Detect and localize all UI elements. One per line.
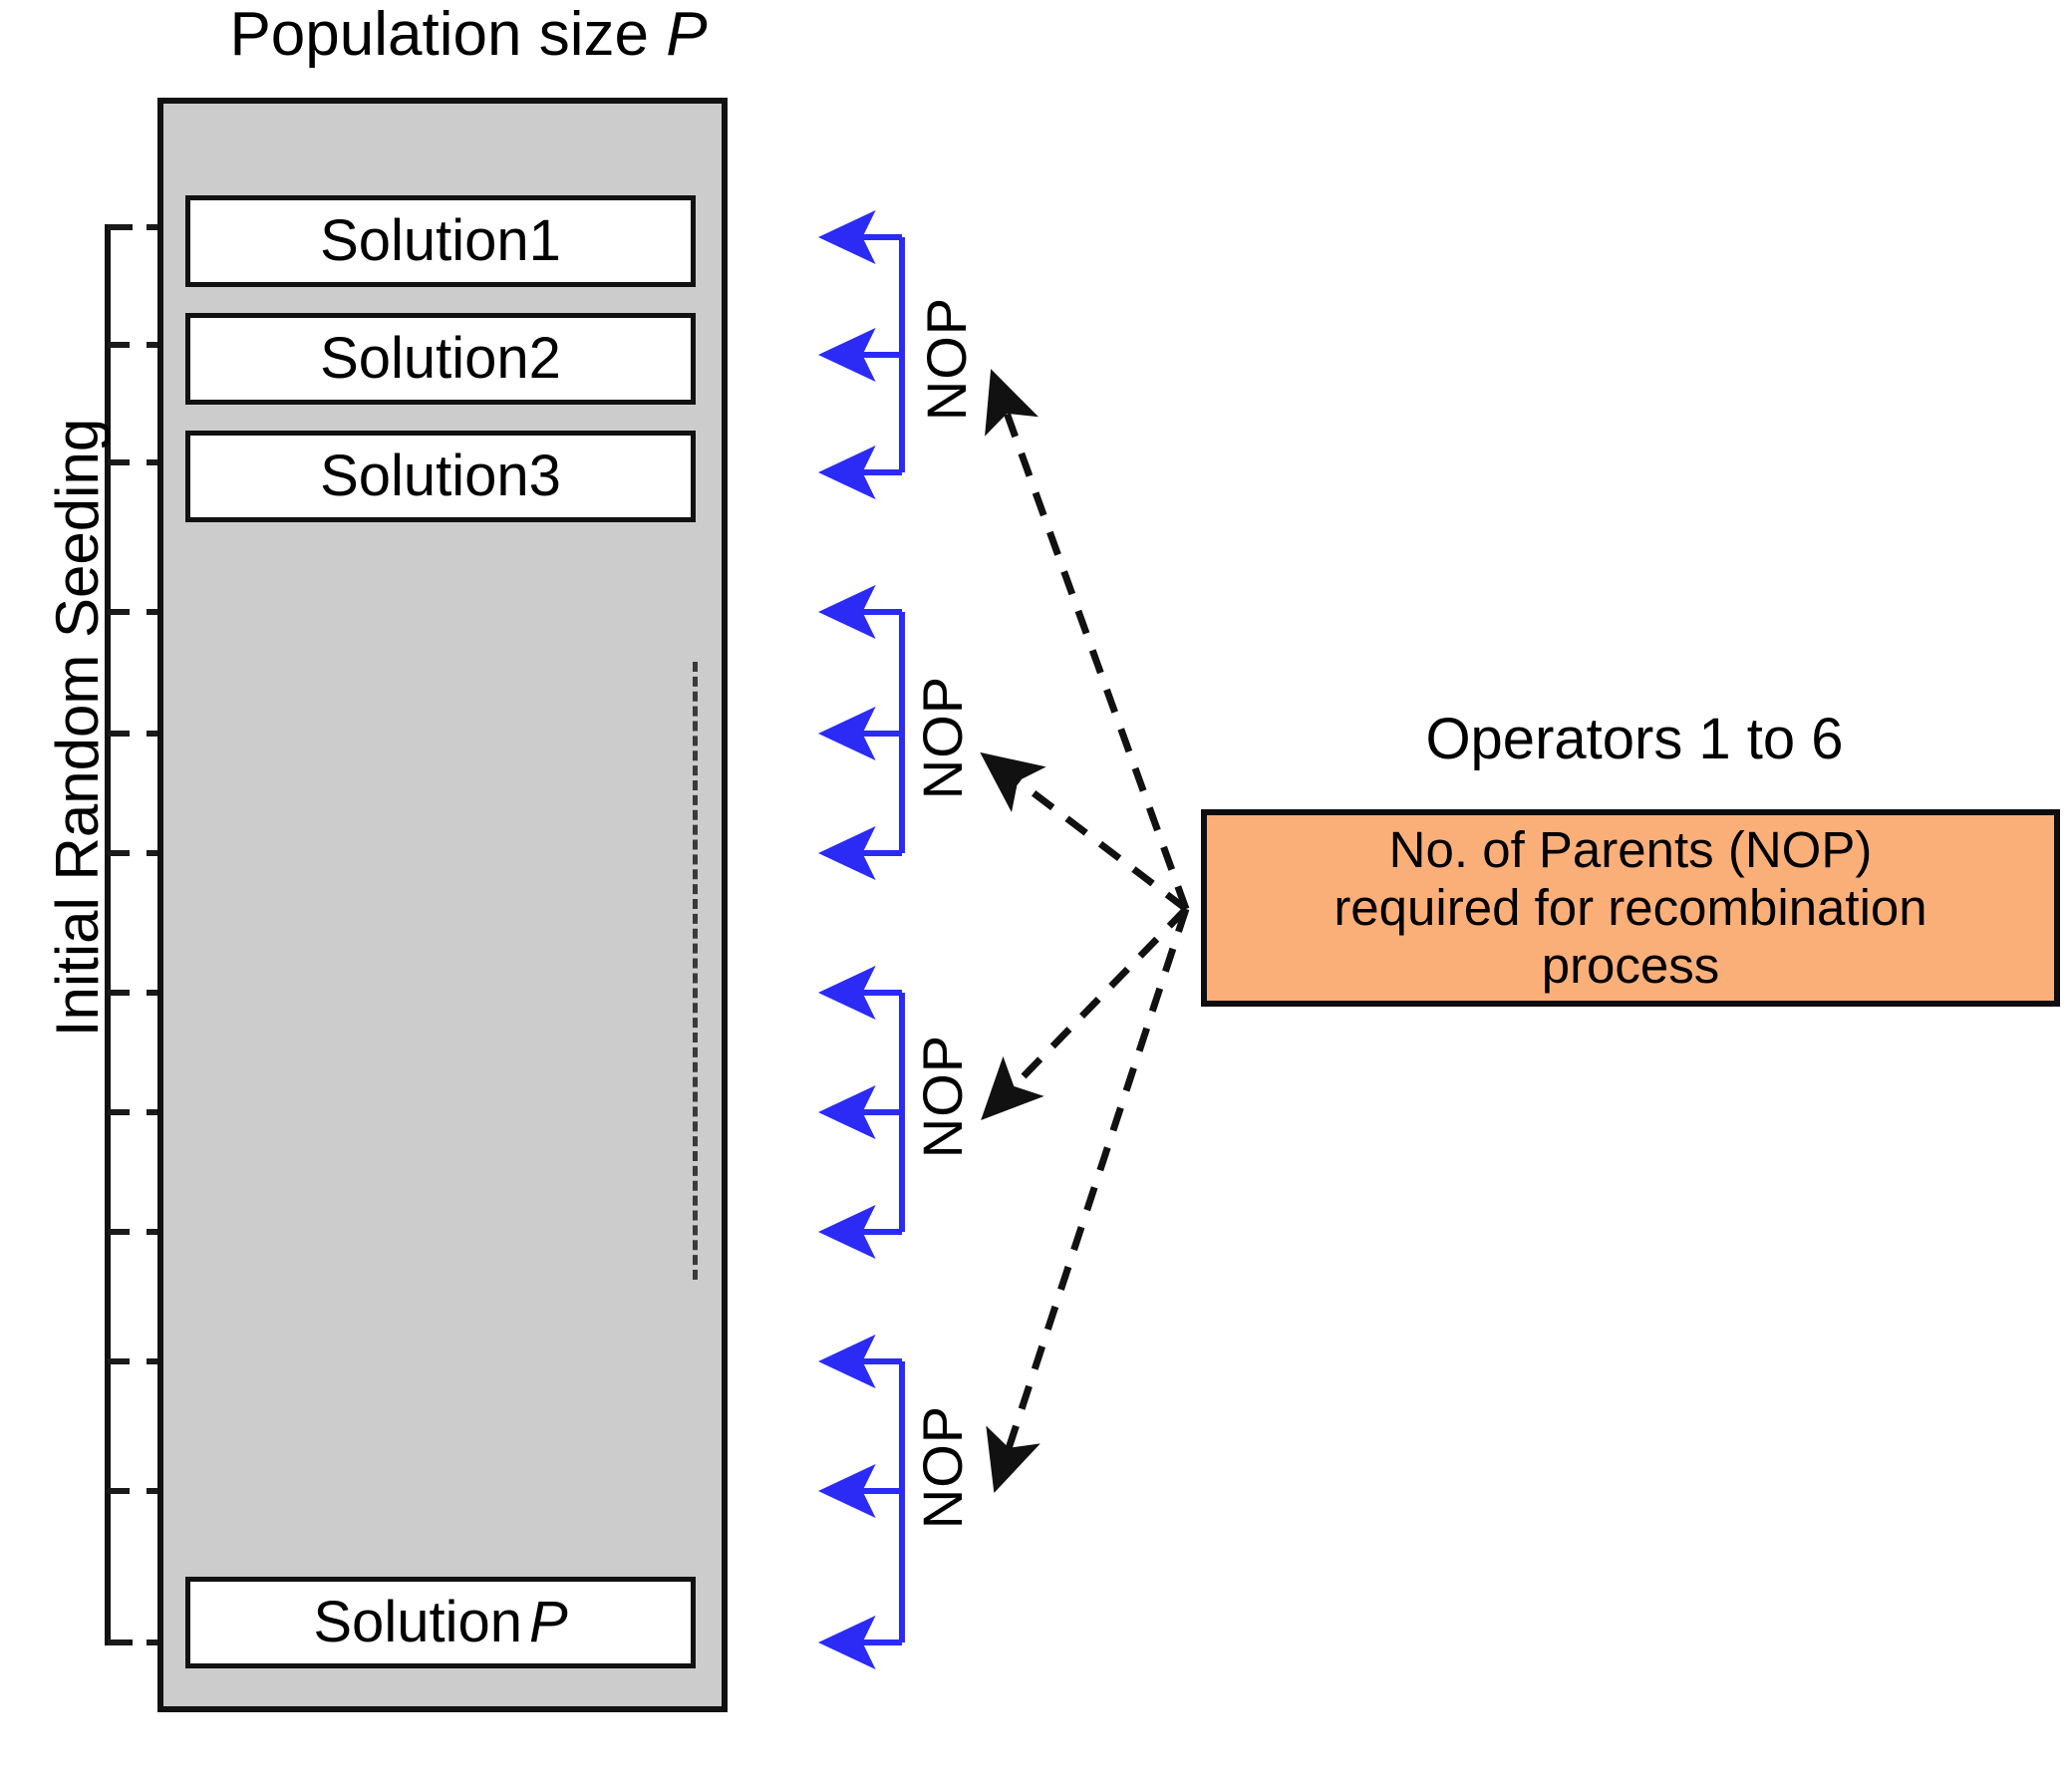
operator-line-1: No. of Parents (NOP) [1388,820,1873,878]
seeding-bracket [105,224,133,1645]
recombination-brackets [818,210,905,1669]
solution-symbol-2: 2 [528,326,561,391]
population-panel: Solution 1 Solution 2 Solution 3 Solutio… [157,98,728,1712]
solution-box-p[interactable]: Solution P [185,1577,696,1668]
solution-symbol-1: 1 [528,208,561,273]
nop-label-4: NOP [911,1404,974,1530]
population-title: Population size P [159,2,777,67]
seeding-label: Initial Random Seeding [44,418,111,1038]
solution-box-2[interactable]: Solution 2 [185,313,696,405]
operator-line-3: process [1541,937,1720,995]
nop-label-3: NOP [911,1034,974,1159]
solution-label-p: Solution [313,1590,522,1654]
solution-label-3: Solution [320,444,529,508]
nop-label-2: NOP [911,675,974,800]
operator-line-2: required for recombination [1333,878,1927,936]
operator-fan-arrows [980,369,1190,1493]
solution-box-1[interactable]: Solution 1 [185,195,696,287]
solution-box-3[interactable]: Solution 3 [185,431,696,522]
operators-title: Operators 1 to 6 [1425,707,1844,771]
solution-label-1: Solution [320,208,529,273]
population-title-symbol: P [666,0,708,69]
population-title-text: Population size [229,0,667,69]
solutions-ellipsis [693,662,698,1280]
solution-symbol-3: 3 [528,444,561,508]
nop-label-1: NOP [915,296,978,422]
solution-symbol-p: P [528,1590,568,1654]
solution-label-2: Solution [320,326,529,391]
operator-description-box[interactable]: No. of Parents (NOP) required for recomb… [1201,809,2060,1007]
